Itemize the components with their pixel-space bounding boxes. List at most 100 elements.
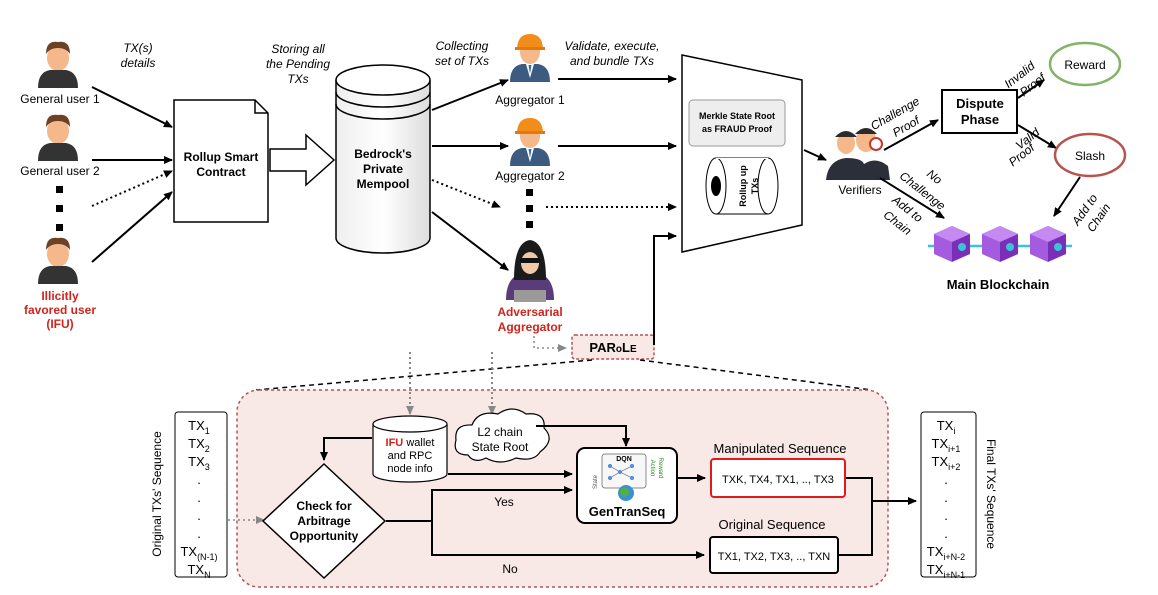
check-label: Check for <box>296 499 352 513</box>
merkle-label: as FRAUD Proof <box>702 124 773 134</box>
adversarial-aggregator-label: Adversarial <box>497 305 562 319</box>
check-label: Arbitrage <box>297 514 351 528</box>
general-user-1-label: General user 1 <box>20 92 100 106</box>
rollup-txs-label: Rollup up <box>738 165 748 207</box>
validate-note: and bundle TXs <box>570 54 654 68</box>
tx-list-item: . <box>944 526 948 541</box>
tx-list-item: . <box>197 526 201 541</box>
validate-note: Validate, execute, <box>565 39 660 53</box>
tx-list-item: TX1 <box>188 418 210 436</box>
reward-node <box>1048 41 1122 87</box>
ifu-label: favored user <box>24 303 96 317</box>
dispute-phase <box>941 89 1018 134</box>
tx-list-item: TX3 <box>188 454 210 472</box>
vertical-dots <box>526 189 533 228</box>
tx-details-note: TX(s) <box>123 41 152 55</box>
hacker-icon <box>506 240 554 302</box>
original-sequence-box-title: Original Sequence <box>719 517 826 532</box>
merkle-label: Merkle State Root <box>699 111 775 121</box>
collecting-note: Collecting <box>436 39 489 53</box>
rollup-smart-contract <box>173 99 269 223</box>
ifu-wallet-label: node info <box>387 463 432 475</box>
rollup-txs-cylinder <box>705 157 779 215</box>
collecting-note: set of TXs <box>435 54 489 68</box>
tx-list-item: TXi+N-1 <box>927 562 965 580</box>
adversarial-aggregator-label: Aggregator <box>498 320 563 334</box>
arbitrage-check <box>261 462 387 580</box>
ifu-wallet-db <box>372 415 448 483</box>
storing-note: the Pending <box>266 57 330 71</box>
no-label: No <box>502 562 518 576</box>
main-blockchain-label: Main Blockchain <box>947 277 1050 292</box>
aggregator-icon <box>510 34 550 82</box>
tx-details-note: details <box>121 56 156 70</box>
storing-note: TXs <box>287 72 308 86</box>
ifu-wallet-label: and RPC <box>388 450 433 462</box>
no-challenge-label: No <box>924 167 945 188</box>
aggregator-icon <box>510 118 550 166</box>
original-sequence-values: TX1, TX2, TX3, .., TXN <box>718 551 831 563</box>
merkle-state-root <box>688 99 786 147</box>
slash-label: Slash <box>1075 149 1105 163</box>
tx-list-item: . <box>197 490 201 505</box>
general-user-2-label: General user 2 <box>20 164 100 178</box>
state-label: State <box>593 474 599 489</box>
tx-list-item: TXi+N-2 <box>927 544 965 562</box>
verifiers-label: Verifiers <box>838 183 881 197</box>
contract-label: Rollup Smart <box>184 150 259 164</box>
tx-list-item: . <box>944 472 948 487</box>
manipulated-sequence-title: Manipulated Sequence <box>714 441 847 456</box>
check-label: Opportunity <box>290 529 359 543</box>
globe-icon <box>618 485 634 501</box>
manipulated-sequence-box <box>710 458 846 498</box>
tx-list-item: TXi+1 <box>932 436 961 454</box>
reward-label: Reward <box>1064 58 1105 72</box>
l2-state-root-cloud <box>454 408 550 463</box>
l2-cloud-label: L2 chain <box>477 425 522 439</box>
mempool-label: Private <box>363 162 403 176</box>
slash-node <box>1053 132 1127 178</box>
original-sequence-title: Original TXs' Sequence <box>150 431 164 557</box>
gentranseq-label: GenTranSeq <box>589 504 666 519</box>
final-tx-list <box>920 411 977 578</box>
l2-cloud-label: State Root <box>472 440 529 454</box>
manipulated-sequence-values: TXK, TX4, TX1, .., TX3 <box>722 474 834 486</box>
tx-list-item: . <box>944 508 948 523</box>
yes-label: Yes <box>494 495 514 509</box>
aggregator-2-label: Aggregator 2 <box>495 169 565 183</box>
dispute-label: Dispute <box>956 96 1004 111</box>
user-icon <box>38 237 78 284</box>
tx-list-item: TX(N-1) <box>180 544 217 562</box>
ifu-label: Illicitly <box>41 289 79 303</box>
storing-note: Storing all <box>271 42 325 56</box>
tx-list-item: TXi <box>937 418 956 436</box>
hollow-arrow <box>269 133 336 187</box>
dqn-label: DQN <box>616 456 632 463</box>
vertical-dots <box>56 186 63 231</box>
original-tx-list <box>174 411 228 578</box>
tx-list-item: TXi+2 <box>932 454 961 472</box>
rollup-batch <box>681 54 803 253</box>
tx-list-item: . <box>944 490 948 505</box>
original-sequence-box <box>709 536 839 574</box>
tx-list-item: . <box>197 472 201 487</box>
parole-label: PARoLE <box>589 340 637 355</box>
ifu-label: (IFU) <box>46 317 73 331</box>
dispute-label: Phase <box>961 112 999 127</box>
final-sequence-title: Final TXs' Sequence <box>984 439 998 549</box>
rollup-txs-label: TXs <box>750 178 760 195</box>
user-icon <box>38 41 78 88</box>
mempool-label: Mempool <box>357 177 410 191</box>
private-mempool <box>335 64 431 254</box>
action-label: Action <box>649 460 655 477</box>
parole-box <box>571 334 655 360</box>
mempool-label: Bedrock's <box>354 147 412 161</box>
reward-small-label: Reward <box>657 458 663 479</box>
contract-label: Contract <box>196 165 245 179</box>
verifiers-icon <box>826 128 890 180</box>
tx-list-item: . <box>197 508 201 523</box>
tx-list-item: TXN <box>187 562 210 580</box>
user-icon <box>38 114 78 161</box>
aggregator-1-label: Aggregator 1 <box>495 93 565 107</box>
